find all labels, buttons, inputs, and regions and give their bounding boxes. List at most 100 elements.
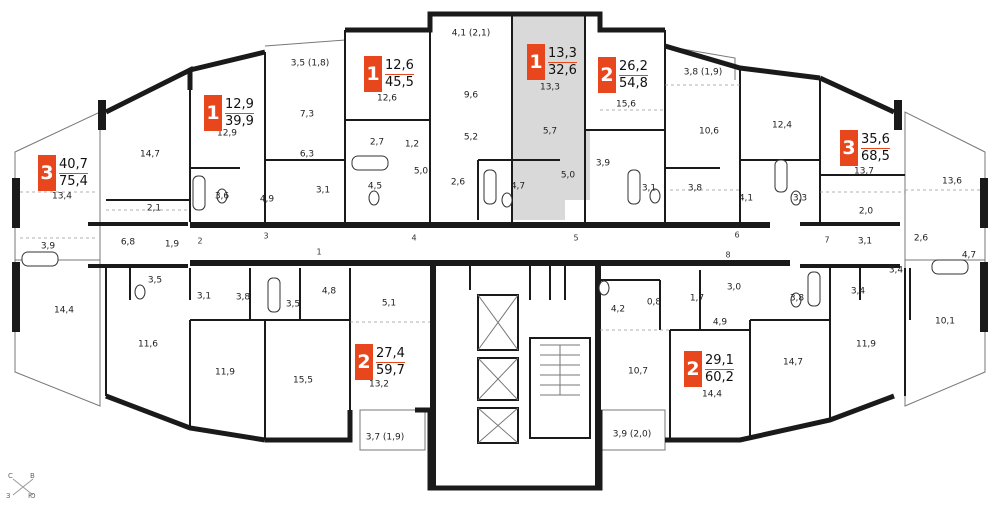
room-area: 2,0 xyxy=(859,207,874,217)
apartment-total-area: 39,9 xyxy=(225,113,254,129)
room-area: 0,8 xyxy=(647,298,662,308)
room-area: 4,7 xyxy=(962,251,976,261)
room-area: 10,7 xyxy=(628,367,648,377)
room-area: 12,4 xyxy=(772,121,792,131)
entry-number: 4 xyxy=(411,234,416,243)
apartment-living-area: 29,1 xyxy=(705,352,734,370)
entry-number: 1 xyxy=(316,248,321,257)
compass-west: З xyxy=(6,492,11,500)
apartment-rooms: 2 xyxy=(355,344,373,380)
apartment-living-area: 40,7 xyxy=(59,156,88,174)
entry-numbers: 1 2 3 4 5 6 7 8 xyxy=(197,231,829,260)
room-area: 3,5 (1,8) xyxy=(291,59,330,69)
room-area: 1,9 xyxy=(165,240,180,250)
room-area: 11,9 xyxy=(215,368,235,378)
apartment-total-area: 60,2 xyxy=(705,369,734,385)
room-area: 3,7 (1,9) xyxy=(366,433,405,443)
apartment-total-area: 68,5 xyxy=(861,148,890,164)
room-area: 3,1 xyxy=(642,184,656,194)
apartment-rooms: 3 xyxy=(38,155,56,191)
room-area: 9,6 xyxy=(464,91,479,101)
room-area: 4,7 xyxy=(511,182,525,192)
apartment-rooms: 1 xyxy=(364,56,382,92)
room-area: 14,4 xyxy=(702,390,722,400)
exterior-walls xyxy=(12,11,988,491)
room-area: 5,1 xyxy=(382,299,396,309)
room-area: 3,5 xyxy=(148,276,162,286)
entry-number: 6 xyxy=(734,231,739,240)
balcony-outlines xyxy=(14,39,986,451)
apartment-rooms: 2 xyxy=(598,57,616,93)
room-area: 3,1 xyxy=(316,186,330,196)
room-area: 7,3 xyxy=(300,110,314,120)
room-area: 3,8 xyxy=(236,293,251,303)
room-area: 4,2 xyxy=(611,305,625,315)
apartment-living-area: 12,6 xyxy=(385,57,414,75)
room-area: 15,5 xyxy=(293,376,313,386)
apartment-total-area: 32,6 xyxy=(548,62,577,78)
room-area: 14,7 xyxy=(140,150,160,160)
room-area: 12,6 xyxy=(377,94,397,104)
room-area: 3,9 (2,0) xyxy=(613,430,652,440)
bathroom-fixtures xyxy=(21,155,969,313)
zone-boundaries xyxy=(20,84,980,331)
room-area: 13,2 xyxy=(369,380,389,390)
entry-number: 7 xyxy=(824,236,829,245)
room-area: 3,8 (1,9) xyxy=(684,68,723,78)
room-area: 3,3 xyxy=(793,194,807,204)
room-areas: 14,7 13,4 3,9 2,1 6,8 1,9 14,4 3,5 3,1 1… xyxy=(41,29,976,443)
room-area: 1,7 xyxy=(690,294,704,304)
partition-walls xyxy=(105,14,911,440)
room-area: 13,3 xyxy=(540,83,560,93)
compass: С В З Ю xyxy=(6,472,40,502)
apartment-total-area: 45,5 xyxy=(385,74,414,90)
room-area: 3,8 xyxy=(688,184,703,194)
room-area: 11,6 xyxy=(138,340,158,350)
room-area: 11,9 xyxy=(856,340,876,350)
room-area: 3,4 xyxy=(889,266,904,276)
apartment-living-area: 35,6 xyxy=(861,131,890,149)
room-area: 5,7 xyxy=(543,127,557,137)
apartment-total-area: 59,7 xyxy=(376,362,405,378)
apartment-rooms: 1 xyxy=(204,95,222,131)
room-area: 4,9 xyxy=(260,195,275,205)
room-area: 10,1 xyxy=(935,317,955,327)
room-area: 14,7 xyxy=(783,358,803,368)
room-area: 4,1 (2,1) xyxy=(452,29,491,39)
room-area: 1,2 xyxy=(405,140,419,150)
room-area: 5,0 xyxy=(561,171,576,181)
room-area: 2,6 xyxy=(451,178,466,188)
room-area: 13,4 xyxy=(52,192,72,202)
room-area: 12,9 xyxy=(217,129,237,139)
apartment-living-area: 26,2 xyxy=(619,58,648,76)
compass-cross-icon xyxy=(12,478,34,496)
room-area: 10,6 xyxy=(699,127,719,137)
room-area: 4,5 xyxy=(368,182,382,192)
room-area: 4,1 xyxy=(739,194,753,204)
room-area: 3,9 xyxy=(596,159,611,169)
room-area: 2,1 xyxy=(147,204,161,214)
room-area: 6,3 xyxy=(300,150,314,160)
elevator-shafts xyxy=(477,294,591,444)
compass-east: В xyxy=(30,472,35,480)
room-area: 3,8 xyxy=(790,294,805,304)
entry-number: 2 xyxy=(197,237,202,246)
apartment-rooms: 3 xyxy=(840,130,858,166)
room-area: 3,0 xyxy=(727,283,742,293)
room-area: 2,6 xyxy=(914,234,929,244)
room-area: 5,0 xyxy=(414,167,429,177)
room-area: 4,9 xyxy=(713,318,728,328)
apartment-rooms: 1 xyxy=(527,44,545,80)
corridor-walls xyxy=(88,222,900,488)
room-area: 3,5 xyxy=(286,300,300,310)
room-area: 6,8 xyxy=(121,238,136,248)
